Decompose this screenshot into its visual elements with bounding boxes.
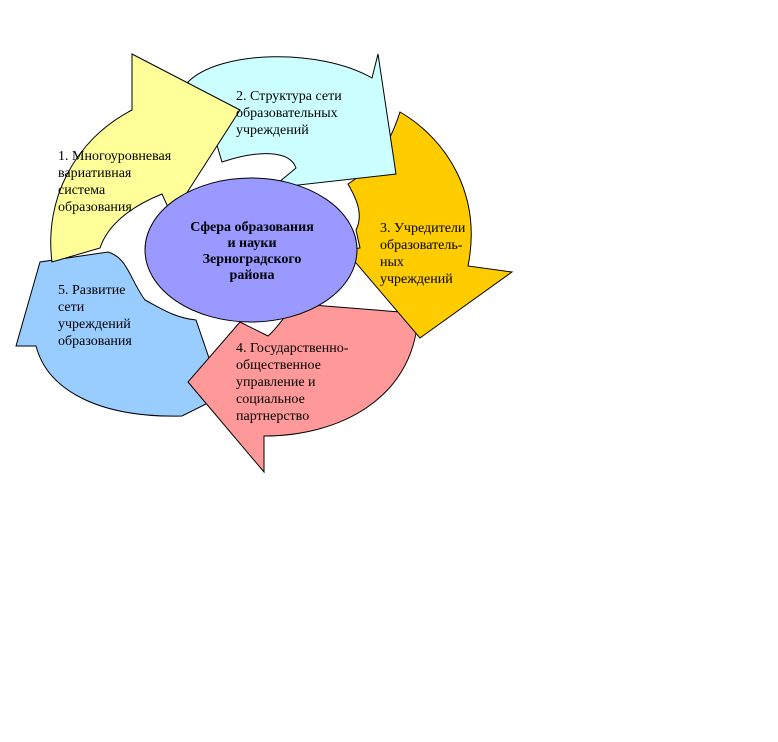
arrow-5-network-development [15,251,223,417]
node-1-label: 1. Многоуровневая вариативная система об… [58,149,172,215]
arrow-4-public-administration [187,303,419,474]
node-4-label: 4. Государственно- общественное управлен… [236,341,349,424]
center-label: Сфера образования и науки Зерноградского… [190,220,314,283]
node-2-label: 2. Структура сети образовательных учрежд… [236,89,342,138]
node-3-label: 3. Учредители образователь- ных учрежден… [380,221,466,287]
arrow-1-multilevel-system [50,53,241,263]
center-ellipse [144,177,358,323]
node-5-label: 5. Развитие сети учреждений образования [58,283,132,349]
arrow-2-network-structure [187,53,397,189]
